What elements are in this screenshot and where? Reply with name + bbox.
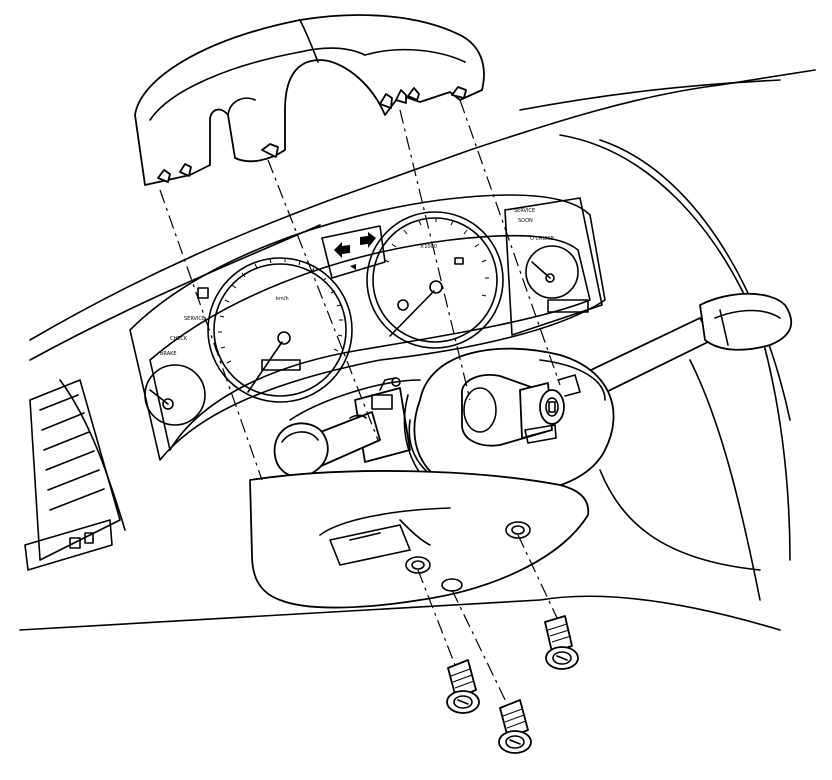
shroud-screw bbox=[498, 699, 532, 754]
alignment-lines bbox=[159, 99, 561, 711]
turn-signal-lever bbox=[273, 411, 381, 478]
svg-text:O CRUISE: O CRUISE bbox=[530, 236, 554, 242]
dashboard-air-vent bbox=[24, 379, 126, 571]
tachometer-gauge: ×1000 bbox=[366, 211, 504, 349]
speedometer-gauge: km/h bbox=[207, 257, 353, 403]
svg-text:SOON: SOON bbox=[518, 218, 533, 224]
svg-text:CHECK: CHECK bbox=[170, 336, 188, 342]
svg-text:SERVICE: SERVICE bbox=[184, 316, 205, 322]
ignition-switch-cylinder bbox=[461, 374, 581, 447]
svg-text:BRAKE: BRAKE bbox=[160, 351, 177, 357]
turn-signal-indicators bbox=[321, 225, 386, 279]
dashboard bbox=[19, 69, 816, 631]
svg-text:SERVICE: SERVICE bbox=[514, 208, 535, 214]
svg-text:km/h: km/h bbox=[276, 296, 289, 302]
shroud-screw bbox=[446, 659, 480, 714]
svg-text:×1000: ×1000 bbox=[420, 244, 437, 250]
fuel-gauge: SERVICE SOON O CRUISE bbox=[504, 197, 603, 336]
lower-shroud bbox=[249, 470, 590, 609]
upper-shroud bbox=[134, 14, 485, 186]
instrument-cluster: km/h ×1000 bbox=[129, 194, 606, 461]
temperature-gauge: BRAKE CHECK SERVICE bbox=[144, 287, 209, 426]
shroud-screw bbox=[544, 615, 579, 670]
